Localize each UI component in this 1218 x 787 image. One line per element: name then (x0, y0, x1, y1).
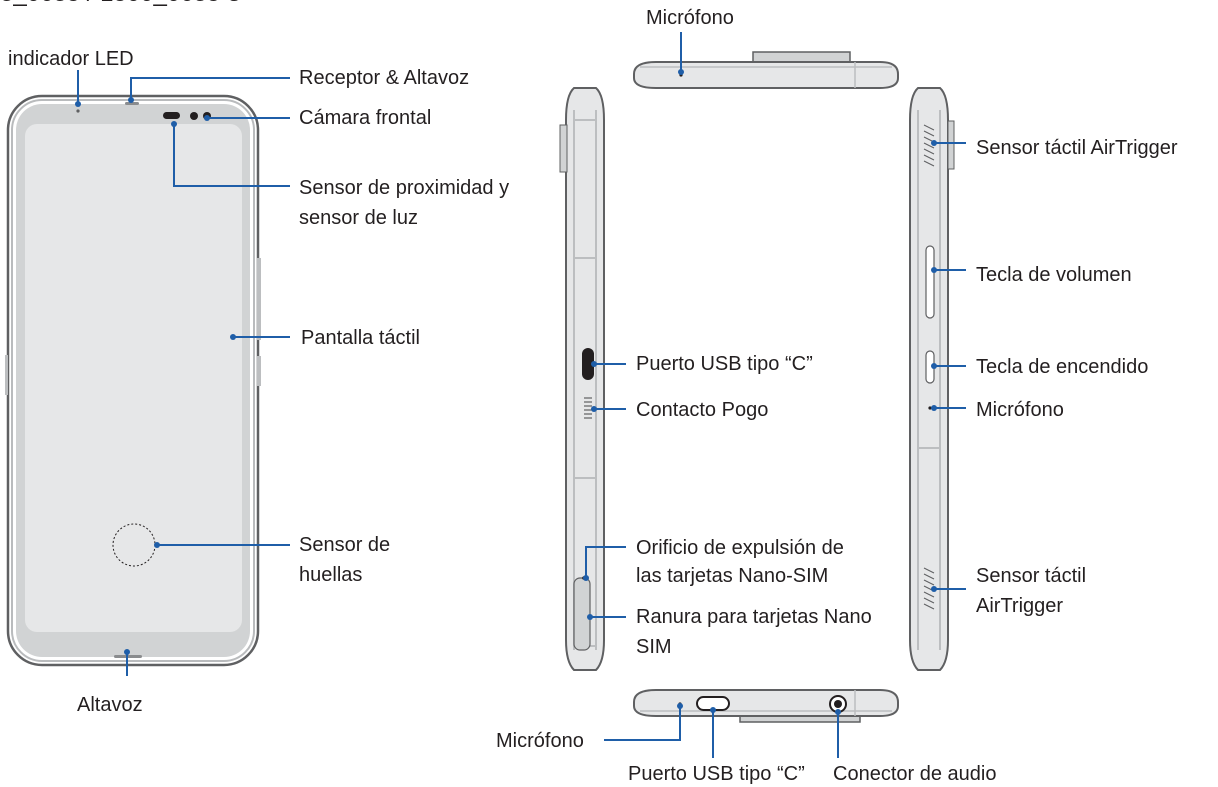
bottom-edge-view (633, 689, 899, 723)
label-fingerprint-line1: Sensor de (299, 534, 391, 556)
right-side-view (909, 87, 955, 671)
label-airtrigger-bottom-line1: Sensor táctil (976, 565, 1087, 587)
label-proximity-sensor-line1: Sensor de proximidad y (299, 177, 510, 199)
right-leaders (934, 142, 966, 590)
front-phone (5, 94, 261, 667)
top-edge-view (633, 51, 899, 89)
label-sim-eject-line1: Orificio de expulsión de (636, 537, 844, 559)
label-touchscreen: Pantalla táctil (301, 327, 420, 349)
label-speaker: Altavoz (77, 694, 143, 716)
label-airtrigger-bottom-line2: AirTrigger (976, 595, 1064, 617)
label-volume-key: Tecla de volumen (976, 264, 1132, 286)
label-front-camera: Cámara frontal (299, 107, 432, 129)
proximity-sensor (163, 112, 180, 119)
front-camera-1 (190, 112, 198, 120)
label-power-key: Tecla de encendido (976, 356, 1149, 378)
left-side-view (559, 87, 605, 671)
header-fragment: e_0635 / 1500_0635-s (0, 0, 240, 8)
bottom-leaders (604, 706, 839, 758)
label-sim-slot-line1: Ranura para tarjetas Nano (636, 606, 872, 628)
label-led-indicator: indicador LED (8, 48, 134, 70)
left-leaders (585, 363, 626, 618)
label-microphone-right: Micrófono (976, 399, 1064, 421)
label-fingerprint-line2: huellas (299, 564, 363, 586)
earpiece-slot (125, 102, 139, 105)
label-usb-c-bottom: Puerto USB tipo “C” (628, 763, 805, 785)
label-sim-slot-line2: SIM (636, 636, 672, 658)
label-pogo-contact: Contacto Pogo (636, 399, 769, 421)
label-audio-jack: Conector de audio (833, 763, 997, 785)
label-receiver-speaker: Receptor & Altavoz (299, 67, 470, 89)
led-indicator-dot (76, 109, 80, 113)
front-screen (25, 124, 242, 632)
label-microphone-top: Micrófono (646, 7, 734, 29)
label-proximity-sensor-line2: sensor de luz (299, 207, 418, 229)
label-airtrigger-top: Sensor táctil AirTrigger (976, 137, 1178, 159)
label-sim-eject-line2: las tarjetas Nano-SIM (636, 565, 829, 587)
label-usb-c-side: Puerto USB tipo “C” (636, 353, 813, 375)
front-leaders (77, 70, 290, 676)
label-microphone-bottom: Micrófono (496, 730, 584, 752)
